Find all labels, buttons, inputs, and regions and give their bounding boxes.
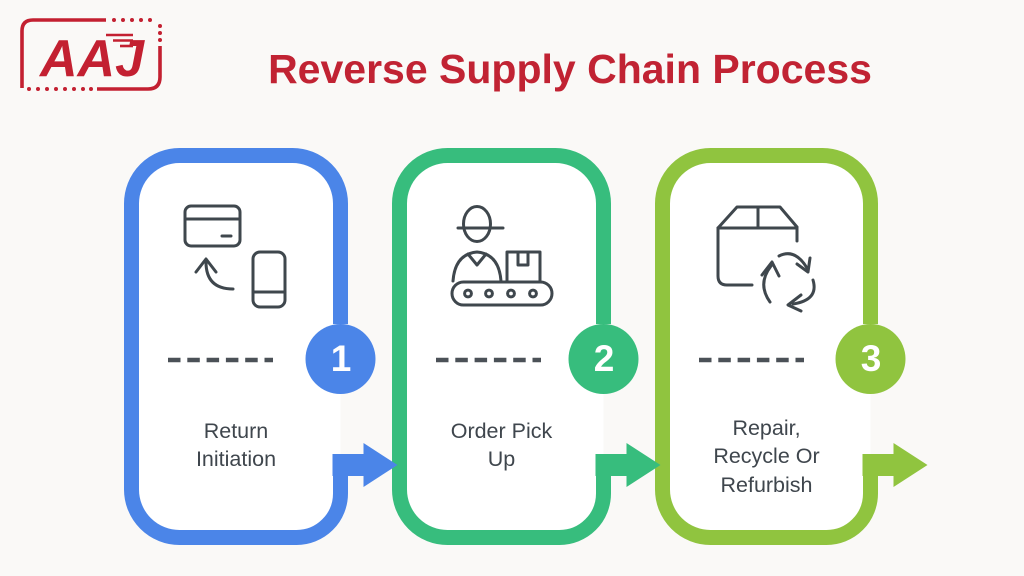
step-number: 1 xyxy=(330,338,352,379)
arrow-right-icon xyxy=(332,443,398,487)
aaj-logo: AAJ xyxy=(20,18,162,91)
worker-conveyor-icon xyxy=(450,205,554,307)
connector-arrows xyxy=(332,443,928,487)
card-outline xyxy=(392,148,611,545)
card-outline xyxy=(124,148,348,545)
card-outline xyxy=(655,148,878,545)
logo-border-solid xyxy=(20,18,162,91)
step-label: Repair, Recycle Or Refurbish xyxy=(713,416,820,497)
step-label: Return Initiation xyxy=(195,419,277,472)
step-number-badge-circle xyxy=(835,324,906,394)
page-title: Reverse Supply Chain Process xyxy=(268,46,872,92)
arrow-right-icon xyxy=(862,443,928,487)
step-card-1 xyxy=(124,148,376,545)
logo-text: AAJ xyxy=(38,30,145,88)
logo-speed-lines xyxy=(106,33,133,48)
arrow-right-icon xyxy=(595,443,661,487)
step-number-badge-circle xyxy=(568,324,639,394)
step-card-3 xyxy=(655,148,906,545)
credit-card-phone-return-icon xyxy=(183,204,287,309)
logo-border-dots xyxy=(27,18,162,91)
step-number: 3 xyxy=(860,338,882,379)
step-label: Order Pick Up xyxy=(450,419,553,472)
step-number-badge-circle xyxy=(305,324,376,394)
box-recycle-icon xyxy=(716,205,816,313)
step-card-2 xyxy=(392,148,639,545)
step-number: 2 xyxy=(593,338,615,379)
